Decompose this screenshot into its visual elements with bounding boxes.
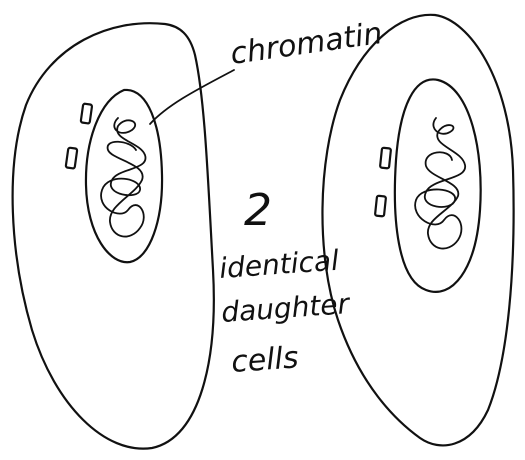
left-chromatin [100,117,147,238]
caption-line-cells: cells [230,340,300,380]
chromatin-leader-line [149,69,235,125]
left-centriole-bottom [64,146,79,170]
right-centriole-top [379,146,392,170]
left-daughter-cell [11,22,215,450]
left-nucleus-envelope [84,88,164,264]
right-centrioles [374,146,392,218]
right-cell-membrane [321,13,515,447]
left-centrioles [64,102,94,170]
caption-number: 2 [244,185,272,236]
chromatin-label-group: chromatin [149,16,385,125]
left-cell-membrane [11,22,215,450]
right-chromatin [414,117,466,250]
chromatin-label: chromatin [228,16,384,72]
daughter-cells-caption: 2 identical daughter cells [218,185,351,380]
left-centriole-top [79,102,94,125]
caption-line-identical: identical [218,244,340,285]
right-nucleus-envelope [393,78,482,293]
caption-line-daughter: daughter [220,287,351,329]
right-daughter-cell [321,13,515,447]
right-centriole-bottom [374,194,387,218]
